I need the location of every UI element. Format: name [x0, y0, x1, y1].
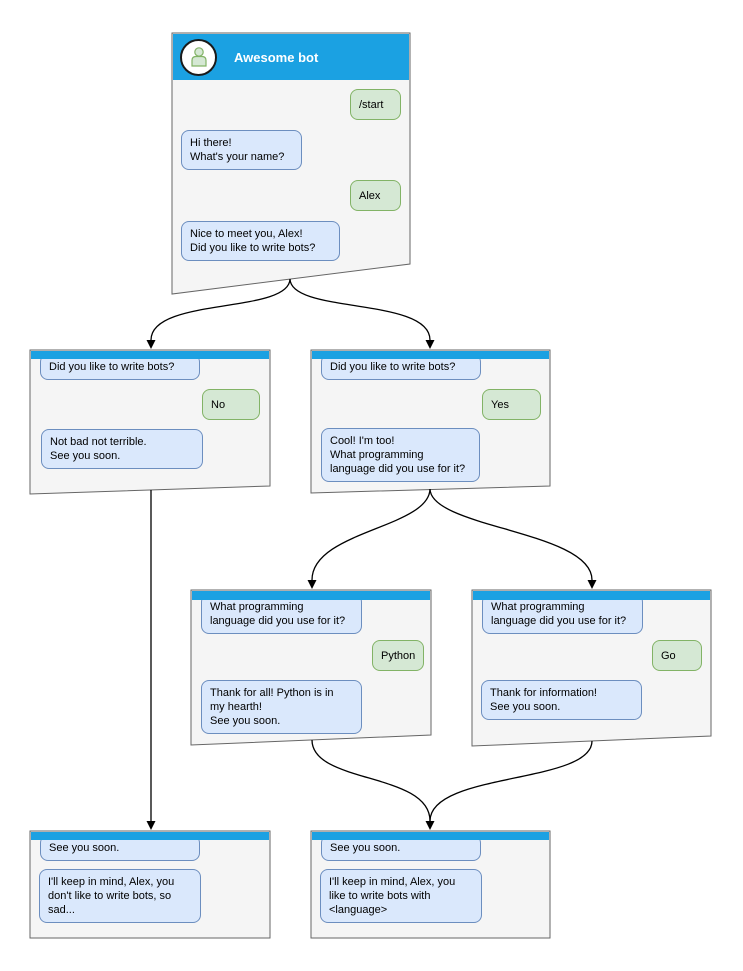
node-header-bar [31, 832, 269, 840]
bot-message-bubble: Nice to meet you, Alex! Did you like to … [181, 221, 340, 261]
page-title: Awesome bot [234, 49, 319, 65]
node-python-branch: What programming language did you use fo… [191, 590, 431, 745]
node-main: Awesome bot /start Hi there! What's your… [172, 33, 410, 294]
node-yes-branch: Did you like to write bots? Yes Cool! I'… [311, 350, 550, 493]
user-message-bubble: No [202, 389, 260, 420]
bot-message-bubble: Thank for information! See you soon. [481, 680, 642, 720]
bot-message-bubble: What programming language did you use fo… [482, 594, 643, 634]
connector-python-to-end [311, 739, 431, 822]
node-end-language: See you soon. I'll keep in mind, Alex, y… [311, 831, 550, 938]
connector-main-to-no [150, 278, 291, 341]
user-message-bubble: Yes [482, 389, 541, 420]
bot-message-bubble: I'll keep in mind, Alex, you like to wri… [320, 869, 482, 923]
connector-go-to-end [429, 740, 593, 822]
arrowhead-to-python-branch [307, 580, 317, 589]
arrowhead-to-no-branch [146, 340, 156, 349]
person-icon [190, 47, 207, 67]
node-header-bar [312, 351, 549, 359]
node-header-bar [473, 591, 710, 600]
node-header-bar [192, 591, 430, 600]
main-node-header: Awesome bot [173, 34, 409, 80]
arrowhead-to-yes-branch [425, 340, 435, 349]
bot-message-bubble: Cool! I'm too! What programming language… [321, 428, 480, 482]
connector-yes-to-go [429, 488, 593, 581]
connector-main-to-yes [289, 278, 431, 341]
node-header-bar [312, 832, 549, 840]
bot-message-bubble: Not bad not terrible. See you soon. [41, 429, 203, 469]
arrowhead-to-go-branch [587, 580, 597, 589]
user-message-bubble: /start [350, 89, 401, 120]
node-no-branch: Did you like to write bots? No Not bad n… [30, 350, 270, 494]
arrowhead-to-end-no [146, 821, 156, 830]
user-message-bubble: Alex [350, 180, 401, 211]
node-end-no: See you soon. I'll keep in mind, Alex, y… [30, 831, 270, 938]
bot-message-bubble: What programming language did you use fo… [201, 594, 362, 634]
node-go-branch: What programming language did you use fo… [472, 590, 711, 746]
arrowhead-to-end-language [425, 821, 435, 830]
connector-yes-to-python [311, 488, 431, 581]
avatar [180, 38, 217, 76]
node-header-bar [31, 351, 269, 359]
user-message-bubble: Python [372, 640, 424, 671]
bot-message-bubble: Thank for all! Python is in my hearth! S… [201, 680, 362, 734]
user-message-bubble: Go [652, 640, 702, 671]
bot-message-bubble: I'll keep in mind, Alex, you don't like … [39, 869, 201, 923]
bot-message-bubble: Hi there! What's your name? [181, 130, 302, 170]
